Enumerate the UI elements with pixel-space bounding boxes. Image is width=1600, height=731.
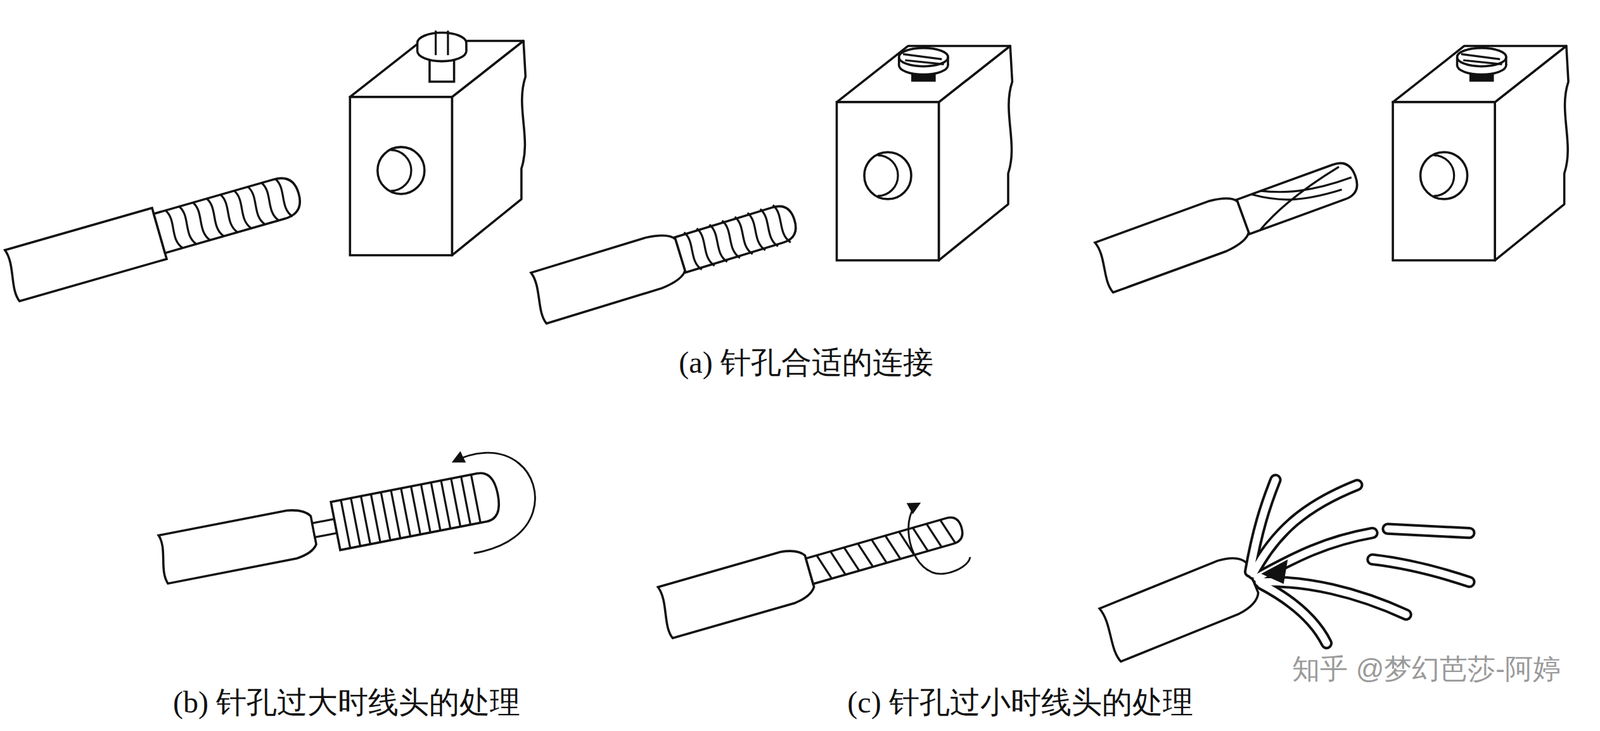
subfigure-caption: (c) 针孔过小时线头的处理 [847,683,1193,721]
watermark: 知乎 @梦幻芭莎-阿婷 [1292,652,1561,686]
subfigure-caption: (b) 针孔过大时线头的处理 [172,683,521,721]
subfigure-caption: (a) 针孔合适的连接 [678,344,933,381]
